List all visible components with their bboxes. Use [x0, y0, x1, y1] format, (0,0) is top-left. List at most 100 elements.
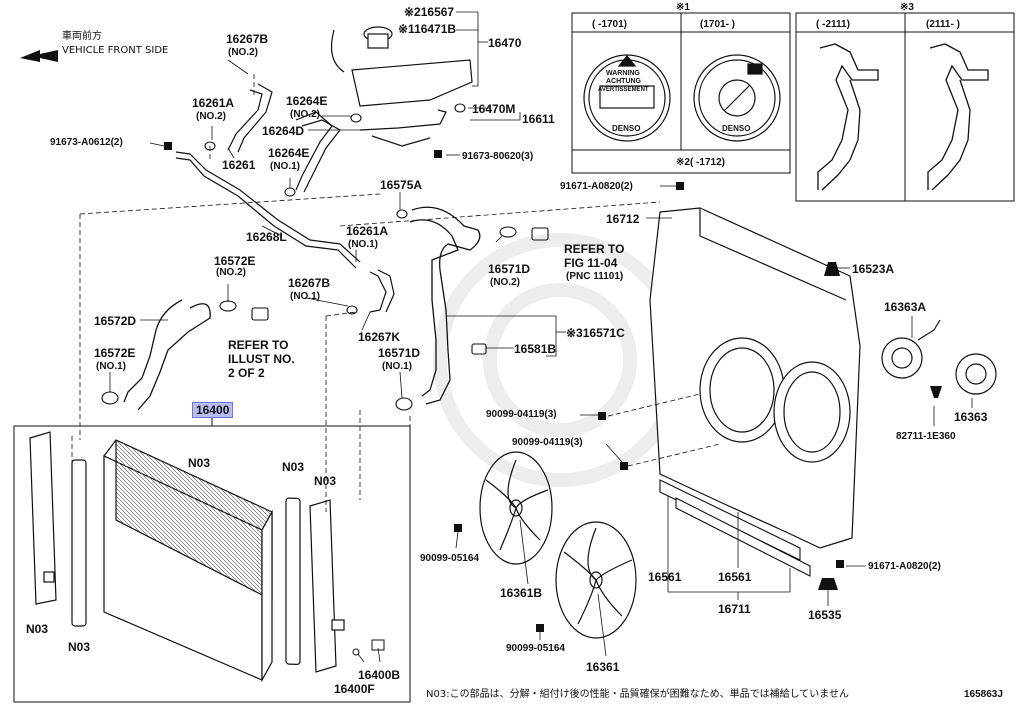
part-16571d-top: 16571D	[488, 262, 531, 276]
note-no1-e: (NO.1)	[382, 361, 412, 372]
note-n03-tank-left: N03	[26, 622, 49, 636]
part-16572d: 16572D	[94, 314, 137, 328]
part-16261a-mid: 16261A	[346, 224, 389, 238]
part-16264e-top: 16264E	[286, 94, 328, 108]
part-16567: ※216567	[404, 5, 455, 19]
cap-brand-new: DENSO	[722, 124, 751, 133]
radiator-cap-label-new	[693, 54, 781, 142]
part-16400f: 16400F	[334, 682, 375, 696]
note-n03-core: N03	[188, 456, 211, 470]
part-16400b: 16400B	[358, 668, 401, 682]
refer-illust-line2: ILLUST NO.	[228, 352, 295, 366]
note-no1-b: (NO.1)	[348, 239, 378, 250]
radiator-assembly-bracket	[13, 418, 411, 703]
part-16535: 16535	[808, 608, 842, 622]
note-n03-gasket-right: N03	[282, 460, 305, 474]
part-91673-a0612: 91673-A0612(2)	[50, 137, 123, 148]
note-no2-d: (NO.2)	[216, 267, 246, 278]
part-91671-top: 91671-A0820(2)	[560, 181, 633, 192]
note-no2-e: (NO.2)	[490, 277, 520, 288]
refer-illust-line3: 2 OF 2	[228, 366, 265, 380]
part-16711: 16711	[718, 602, 751, 616]
part-16267k: 16267K	[358, 330, 401, 344]
part-16363a: 16363A	[884, 300, 927, 314]
part-16611: 16611	[522, 112, 555, 126]
note-no1-c: (NO.1)	[290, 291, 320, 302]
part-16267b-top: 16267B	[226, 32, 269, 46]
fan-shroud	[649, 207, 861, 549]
note-no2-b: (NO.2)	[196, 111, 226, 122]
radiator-tanks	[29, 431, 345, 673]
inset-col-1: ( -1701)	[592, 19, 628, 30]
part-91671-low: 91671-A0820(2)	[868, 561, 941, 572]
radiator-core	[103, 439, 273, 683]
part-16523a: 16523A	[852, 262, 895, 276]
dashed-assembly-lines	[71, 74, 721, 600]
part-16261a-top: 16261A	[192, 96, 235, 110]
note-n03-tank-right: N03	[314, 474, 337, 488]
inset-col-2: (1701- )	[700, 19, 736, 30]
part-16470m: 16470M	[472, 102, 516, 116]
fan-motor-16363a	[881, 319, 941, 379]
part-16471b: ※116471B	[398, 22, 457, 36]
direction-label-en: VEHICLE FRONT SIDE	[62, 45, 169, 56]
drain-plug	[352, 639, 385, 656]
cap-text-avertissement: AVERTISSEMENT	[598, 87, 649, 93]
part-16561-a: 16561	[648, 570, 682, 584]
part-90099-04119-b: 90099-04119(3)	[512, 437, 583, 448]
part-16261: 16261	[222, 158, 256, 172]
shroud-seal-strips	[659, 479, 811, 577]
fan-motor-16363	[955, 353, 997, 395]
note-n03-gasket-left: N03	[68, 640, 91, 654]
part-16561-b: 16561	[718, 570, 752, 584]
inset-mark-2: ※2( -1712)	[676, 157, 725, 168]
inset-col-3: ( -2111)	[816, 19, 850, 30]
part-90099-05164-a: 90099-05164	[420, 553, 479, 564]
part-16572e-low: 16572E	[94, 346, 136, 360]
inset-mark-3: ※3	[900, 2, 914, 13]
refer-fig-line1: REFER TO	[564, 242, 625, 256]
part-16361b: 16361B	[500, 586, 543, 600]
inset-mark-1: ※1	[676, 2, 690, 13]
figure-id: 165863J	[964, 689, 1003, 700]
part-16268l: 16268L	[246, 230, 287, 244]
part-16470: 16470	[488, 36, 522, 50]
bolts	[164, 142, 942, 632]
reservoir-tank	[331, 26, 473, 107]
part-16400-highlighted[interactable]: 16400	[192, 402, 234, 418]
part-16267b-mid: 16267B	[288, 276, 331, 290]
part-16264d: 16264D	[262, 124, 305, 138]
bypass-hoses	[175, 83, 395, 313]
part-16581b: 16581B	[514, 342, 557, 356]
inset-cap-variants	[571, 12, 1015, 202]
part-16264e-mid: 16264E	[268, 146, 310, 160]
part-91673-80620: 91673-80620(3)	[462, 151, 534, 162]
refer-fig-line3: (PNC 11101)	[566, 271, 624, 282]
cap-text-achtung: ACHTUNG	[606, 78, 641, 85]
note-no1-d: (NO.1)	[96, 361, 126, 372]
inset-hose-old	[817, 43, 879, 191]
cap-brand-old: DENSO	[612, 124, 641, 133]
direction-label-jp: 車両前方	[62, 31, 102, 42]
part-16712: 16712	[606, 212, 640, 226]
part-16363: 16363	[954, 410, 988, 424]
footnote-n03: N03:この部品は、分解・組付け後の性能・品質確保が困難なため、単品では補給して…	[426, 689, 849, 700]
radiator-cap-label-old	[583, 54, 671, 142]
part-16575a: 16575A	[380, 178, 423, 192]
note-no1-a: (NO.1)	[270, 161, 300, 172]
part-16361: 16361	[586, 660, 620, 674]
part-16572e-top: 16572E	[214, 254, 256, 268]
note-no2-c: (NO.2)	[290, 109, 320, 120]
note-no2-a: (NO.2)	[228, 47, 258, 58]
inset-hose-new	[927, 43, 989, 191]
cap-text-warning: WARNING	[606, 70, 640, 77]
fan-16361	[555, 521, 637, 639]
refer-pipe-stubs	[251, 227, 549, 355]
inset-col-4: (2111- )	[926, 19, 960, 30]
part-90099-05164-b: 90099-05164	[506, 643, 565, 654]
part-16571d-low: 16571D	[378, 346, 421, 360]
part-82711-1e360: 82711-1E360	[896, 431, 956, 442]
lower-radiator-hose	[123, 299, 211, 411]
part-90099-04119-a: 90099-04119(3)	[486, 409, 557, 420]
